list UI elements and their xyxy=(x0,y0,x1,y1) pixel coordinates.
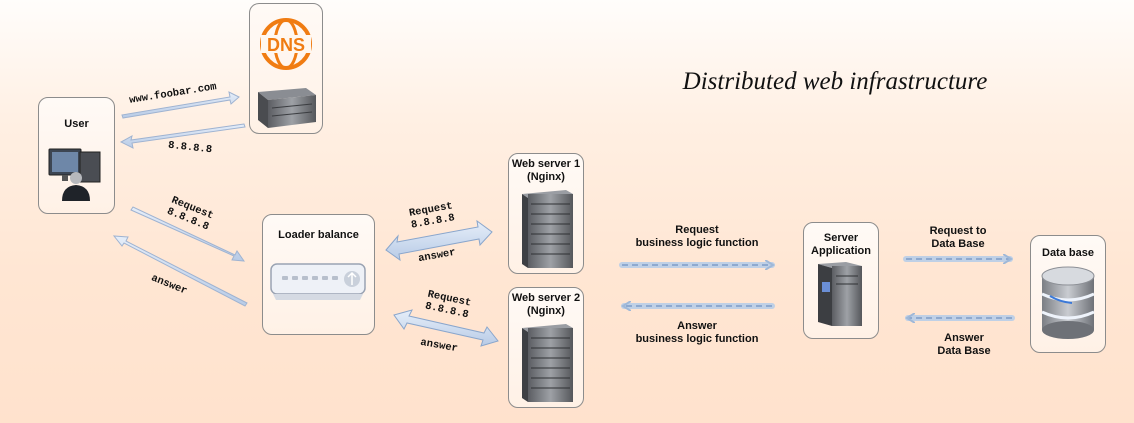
user-computer-icon xyxy=(48,148,101,201)
database-label: Data base xyxy=(1042,247,1094,259)
web-server-1-label: Web server 1 (Nginx) xyxy=(511,158,581,183)
user-label: User xyxy=(64,118,89,130)
arrow-dns-to-user xyxy=(119,123,246,149)
web-server-1-rack-icon xyxy=(522,190,573,268)
edge-label-app-to-web: Answer business logic function xyxy=(635,320,759,345)
edge-label-web-to-app: Request business logic function xyxy=(635,224,759,249)
arrow-lb-web2 xyxy=(393,309,499,347)
web-server-2-label: Web server 2 (Nginx) xyxy=(511,292,581,317)
arrow-user-to-dns xyxy=(121,91,240,119)
dns-logo-icon: DNS xyxy=(260,18,312,70)
dns-logo-text: DNS xyxy=(267,35,305,55)
dns-server-icon xyxy=(258,88,316,128)
loader-balancer-label: Loader balance xyxy=(278,229,359,241)
web-server-2-rack-icon xyxy=(522,324,573,402)
edge-label-db-to-app: Answer Data Base xyxy=(937,332,991,357)
server-application-tower-icon xyxy=(818,262,862,326)
arrow-lb-to-user xyxy=(112,235,248,307)
arrow-lb-web1 xyxy=(385,219,493,262)
arrow-user-to-lb xyxy=(130,206,246,262)
database-cylinder-icon xyxy=(1041,266,1095,339)
load-balancer-icon xyxy=(270,263,366,300)
edge-label-app-to-db: Request to Data Base xyxy=(929,225,987,250)
diagram-title: Distributed web infrastructure xyxy=(682,68,988,95)
server-application-label: Server Application xyxy=(811,232,871,257)
